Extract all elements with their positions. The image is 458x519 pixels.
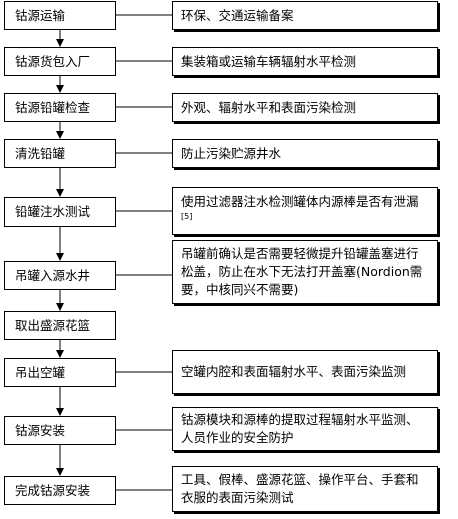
note-text: 集装箱或运输车辆辐射水平检测 — [181, 53, 357, 69]
note-text: 环保、交通运输备案 — [181, 7, 294, 23]
note-text: 工具、假棒、盛源花篮、操作平台、手套和衣服的表面污染测试 — [181, 472, 419, 505]
note-box-4: 防止污染贮源井水 — [172, 139, 438, 168]
note-text: 空罐内腔和表面辐射水平、表面污染监测 — [181, 364, 407, 379]
note-text: 防止污染贮源井水 — [181, 145, 282, 161]
note-box-3: 外观、辐射水平和表面污染检测 — [172, 93, 438, 122]
note-box-6: 吊罐前确认是否需要轻微提升铅罐盖塞进行松盖，防止在水下无法打开盖塞(Nordio… — [172, 240, 438, 304]
step-box-10: 完成钴源安装 — [4, 476, 116, 505]
step-box-7: 取出盛源花篮 — [4, 311, 116, 340]
note-box-7: 空罐内腔和表面辐射水平、表面污染监测 — [172, 350, 438, 394]
step-box-2: 钴源货包入厂 — [4, 47, 116, 76]
step-box-6: 吊罐入源水井 — [4, 261, 116, 290]
step-label: 清洗铅罐 — [15, 145, 66, 161]
step-box-5: 铅罐注水测试 — [4, 197, 116, 227]
reference-marker: [5] — [181, 211, 193, 221]
step-label: 钴源运输 — [15, 7, 66, 23]
note-text: 吊罐前确认是否需要轻微提升铅罐盖塞进行松盖，防止在水下无法打开盖塞(Nordio… — [181, 246, 423, 297]
step-label: 钴源安装 — [15, 422, 66, 438]
note-text: 外观、辐射水平和表面污染检测 — [181, 99, 357, 115]
step-label: 铅罐注水测试 — [15, 204, 91, 219]
note-text: 使用过滤器注水检测罐体内源棒是否有泄漏 — [181, 194, 419, 209]
step-box-4: 清洗铅罐 — [4, 139, 116, 168]
step-box-9: 钴源安装 — [4, 416, 116, 445]
step-label: 取出盛源花篮 — [15, 317, 91, 333]
note-box-1: 环保、交通运输备案 — [172, 1, 438, 30]
note-box-8: 钴源模块和源棒的提取过程辐射水平监测、人员作业的安全防护 — [172, 407, 438, 451]
step-label: 吊罐入源水井 — [15, 267, 91, 283]
note-box-2: 集装箱或运输车辆辐射水平检测 — [172, 47, 438, 76]
note-box-5: 使用过滤器注水检测罐体内源棒是否有泄漏 [5] — [172, 187, 438, 235]
note-text: 钴源模块和源棒的提取过程辐射水平监测、人员作业的安全防护 — [181, 412, 419, 445]
step-box-1: 钴源运输 — [4, 1, 116, 30]
step-label: 吊出空罐 — [15, 364, 66, 380]
step-label: 完成钴源安装 — [15, 482, 91, 498]
step-label: 钴源铅罐检查 — [15, 99, 91, 115]
note-box-9: 工具、假棒、盛源花篮、操作平台、手套和衣服的表面污染测试 — [172, 466, 438, 512]
step-box-8: 吊出空罐 — [4, 358, 116, 387]
step-box-3: 钴源铅罐检查 — [4, 93, 116, 122]
step-label: 钴源货包入厂 — [15, 53, 91, 69]
